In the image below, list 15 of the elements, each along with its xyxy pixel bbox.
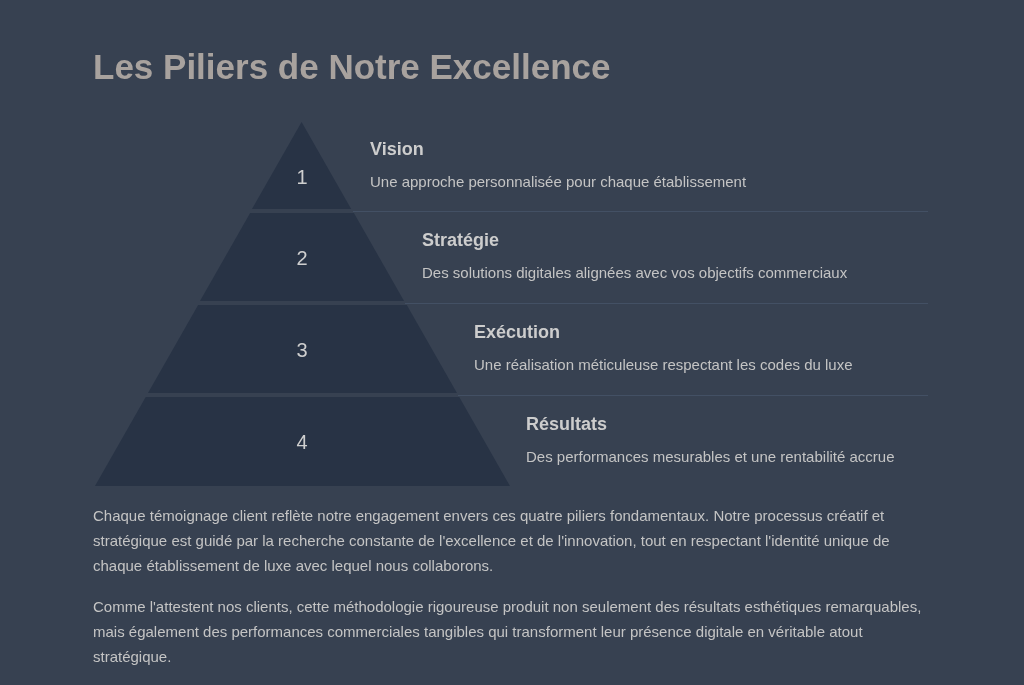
page-title: Les Piliers de Notre Excellence [93,46,611,88]
tier-number: 4 [296,430,308,454]
tier-heading: Vision [370,138,424,160]
tier-description: Une réalisation méticuleuse respectant les codes du luxe [474,355,853,375]
body-paragraph: Chaque témoignage client reflète notre engagement envers ces quatre piliers fondamentaux. Notre processus créatif et stratégique est guidé par la recherche constante de l'excellence et de l'innovation, tout en respectant l'identité unique de chaque établissement de luxe avec lequel nous collaborons. [93,506,891,576]
tier-number: 1 [296,165,308,189]
tier-number: 2 [296,246,308,270]
tier-heading: Stratégie [422,229,499,251]
tier-description: Une approche personnalisée pour chaque établissement [370,172,747,192]
body-paragraph: Comme l'attestent nos clients, cette méthodologie rigoureuse produit non seulement des résultats esthétiques remarquables, mais également des performances commerciales tangibles qui transforment leur présence digitale en véritable atout stratégique. [93,597,923,667]
tier-number: 3 [296,338,308,362]
tier-description: Des performances mesurables et une rentabilité accrue [526,447,895,467]
tier-heading: Résultats [526,413,607,435]
tier-heading: Exécution [474,321,560,343]
tier-description: Des solutions digitales alignées avec vos objectifs commerciaux [422,263,848,283]
